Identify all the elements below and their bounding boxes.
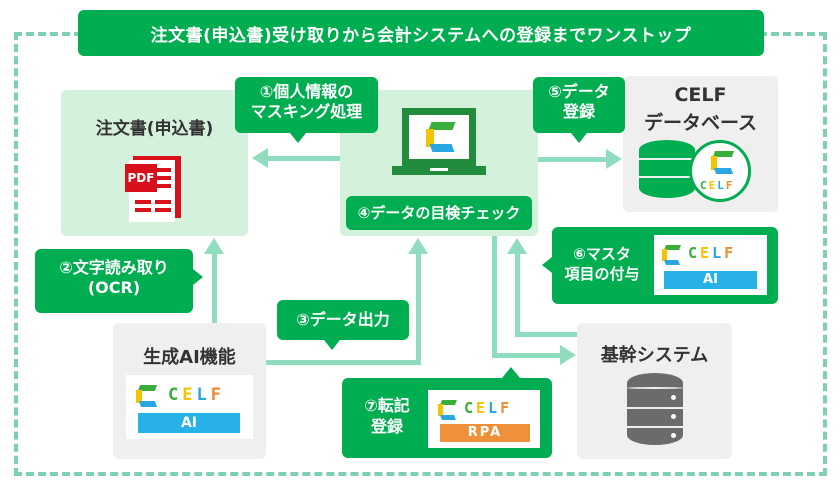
step6-line2: 項目の付与 — [564, 264, 640, 283]
arrow-data-output-v — [416, 252, 421, 365]
pdf-document-icon: PDF — [125, 156, 185, 222]
step7-transfer-bubble: ⑦転記 登録 CELF RPA — [342, 367, 552, 458]
arrow-ocr-line — [212, 252, 217, 323]
arrow-head-up — [507, 238, 527, 254]
celf-c-logo — [711, 151, 735, 175]
order-form-panel: 注文書(申込書) PDF — [61, 90, 248, 236]
celf-database-panel: CELF データベース CELF — [623, 76, 778, 212]
step4-review-label: ④データの目検チェック — [346, 196, 532, 230]
arrow-master-v — [515, 252, 520, 337]
step2-ocr-bubble: ②文字読み取り (OCR) — [35, 249, 203, 313]
arrow-head-right — [606, 149, 622, 169]
order-form-label: 注文書(申込書) — [95, 119, 214, 139]
server-database-icon — [627, 373, 683, 445]
celf-c-logo — [662, 245, 681, 265]
arrow-data-output-h — [266, 360, 421, 365]
celf-db-label-line1: CELF — [674, 84, 727, 106]
review-panel: ④データの目検チェック — [340, 90, 538, 236]
step3-label: ③データ出力 — [296, 310, 390, 329]
arrow-transfer-h — [492, 353, 562, 358]
pdf-label: PDF — [125, 164, 157, 192]
celf-wordmark: CELF — [688, 244, 737, 262]
core-system-label: 基幹システム — [600, 345, 709, 366]
celf-c-logo — [438, 400, 457, 420]
arrow-master-h — [515, 332, 577, 337]
step7-text: ⑦転記 登録 — [350, 396, 424, 438]
step7-line1: ⑦転記 — [364, 396, 410, 415]
core-system-panel: 基幹システム — [577, 323, 732, 459]
step2-line2: (OCR) — [87, 278, 141, 297]
celf-ai-logo: CELF AI — [126, 375, 253, 439]
celf-ai-logo: CELF AI — [654, 235, 767, 295]
diagram-title: 注文書(申込書)受け取りから会計システムへの登録までワンストップ — [78, 10, 764, 56]
arrow-register-line — [538, 157, 608, 162]
celf-rpa-logo: CELF RPA — [428, 390, 540, 448]
laptop-celf-icon — [392, 108, 486, 180]
celf-c-logo — [426, 122, 456, 152]
step6-master-bubble: ⑥マスタ 項目の付与 CELF AI — [542, 227, 778, 304]
generative-ai-label: 生成AI機能 — [143, 347, 236, 368]
generative-ai-panel: 生成AI機能 CELF AI — [113, 323, 266, 459]
arrow-masking-line — [268, 156, 340, 161]
celf-badge-circle: CELF — [689, 140, 751, 202]
arrow-head-up — [204, 238, 224, 254]
rpa-badge: RPA — [440, 424, 530, 442]
celf-db-label-line2: データベース — [643, 112, 758, 134]
ai-badge: AI — [664, 271, 757, 289]
step1-masking-bubble: ①個人情報の マスキング処理 — [235, 77, 378, 143]
step6-line1: ⑥マスタ — [573, 245, 631, 263]
step5-line1: ⑤データ — [548, 82, 610, 101]
step5-line2: 登録 — [562, 102, 595, 121]
celf-wordmark: CELF — [464, 399, 513, 417]
arrow-head-left — [252, 148, 268, 168]
celf-c-logo — [136, 385, 158, 407]
step1-line2: マスキング処理 — [250, 102, 363, 121]
step7-line2: 登録 — [370, 416, 403, 436]
arrow-transfer-v — [492, 236, 497, 358]
database-icon — [639, 140, 695, 198]
step6-text: ⑥マスタ 項目の付与 — [560, 245, 644, 284]
ai-badge: AI — [138, 413, 240, 433]
celf-wordmark: CELF — [168, 385, 225, 405]
step3-data-output-bubble: ③データ出力 — [277, 300, 409, 350]
arrow-head-up — [408, 238, 428, 254]
step5-register-bubble: ⑤データ 登録 — [533, 77, 625, 143]
step1-line1: ①個人情報の — [259, 82, 354, 101]
arrow-head-right — [560, 345, 576, 365]
celf-wordmark: CELF — [700, 179, 735, 192]
step2-line1: ②文字読み取り — [59, 258, 169, 277]
